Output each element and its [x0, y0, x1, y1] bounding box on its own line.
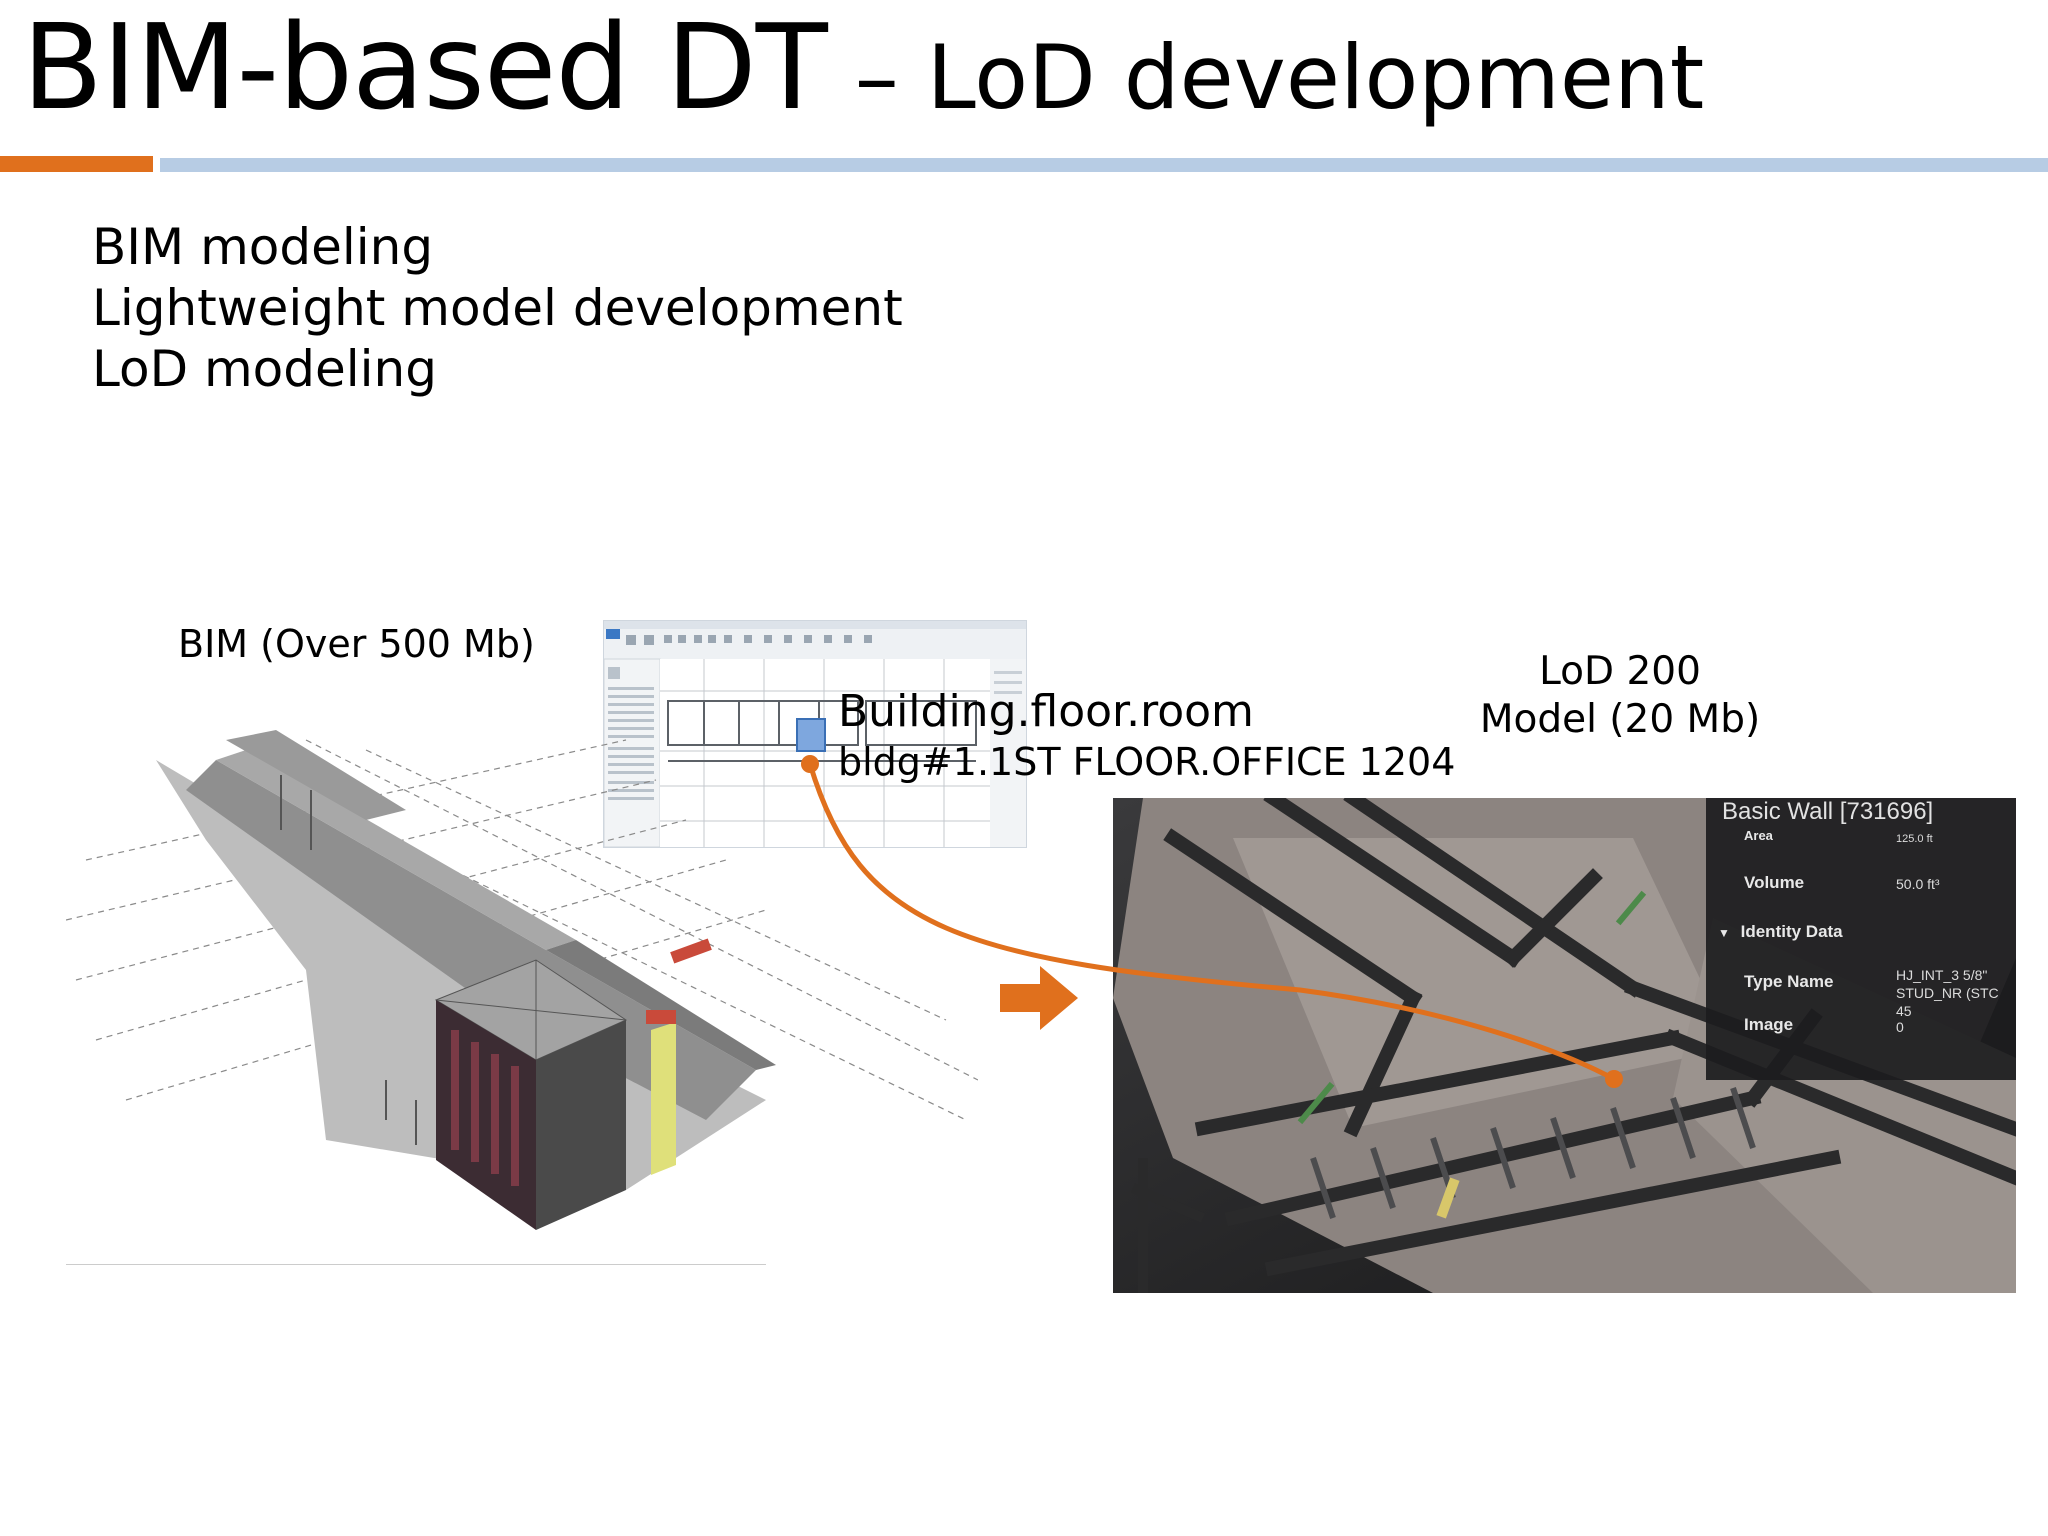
right-arrow-icon	[1000, 966, 1080, 1034]
volume-value: 50.0 ft³	[1896, 876, 1940, 892]
properties-header: Basic Wall [731696]	[1722, 798, 1934, 825]
properties-panel: Basic Wall [731696] Area 125.0 ft Volume…	[1706, 798, 2016, 1080]
lod-level-label: LoD 200	[1539, 649, 1701, 694]
area-value: 125.0 ft	[1896, 833, 1933, 845]
type-name-value-line: STUD_NR (STC 45	[1896, 985, 1999, 1019]
slide-title-sub: – LoD development	[826, 26, 1705, 129]
title-rule-accent	[0, 156, 153, 172]
lod-size-label: Model (20 Mb)	[1479, 697, 1761, 742]
bim-building-model	[65, 720, 979, 1266]
bullet-item: BIM modeling	[92, 218, 434, 276]
identity-data-label: Identity Data	[1740, 922, 1843, 941]
volume-label: Volume	[1744, 873, 1805, 892]
bullet-item: LoD modeling	[92, 340, 437, 398]
type-name-label: Type Name	[1744, 972, 1834, 991]
slide-title-main: BIM-based DT	[22, 0, 828, 136]
type-name-value-line: HJ_INT_3 5/8"	[1896, 967, 1988, 983]
bim-size-label: BIM (Over 500 Mb)	[178, 622, 535, 666]
image-label: Image	[1744, 1015, 1794, 1034]
slide-title: BIM-based DT – LoD development	[22, 8, 1704, 126]
title-rule	[160, 158, 2048, 172]
lod-model-viewer[interactable]: Basic Wall [731696] Area 125.0 ft Volume…	[1113, 798, 2016, 1293]
area-label: Area	[1744, 828, 1773, 843]
image-value: 0	[1896, 1019, 1904, 1035]
type-name-value: HJ_INT_3 5/8" STUD_NR (STC 45	[1896, 966, 2016, 1020]
caret-down-icon: ▼	[1718, 926, 1730, 940]
identity-data-section[interactable]: ▼ Identity Data	[1718, 922, 1843, 942]
bullet-item: Lightweight model development	[92, 279, 903, 337]
lod-model-label: LoD 200 Model (20 Mb)	[1420, 648, 1820, 744]
hierarchy-label: Building.floor.room	[838, 686, 1254, 737]
